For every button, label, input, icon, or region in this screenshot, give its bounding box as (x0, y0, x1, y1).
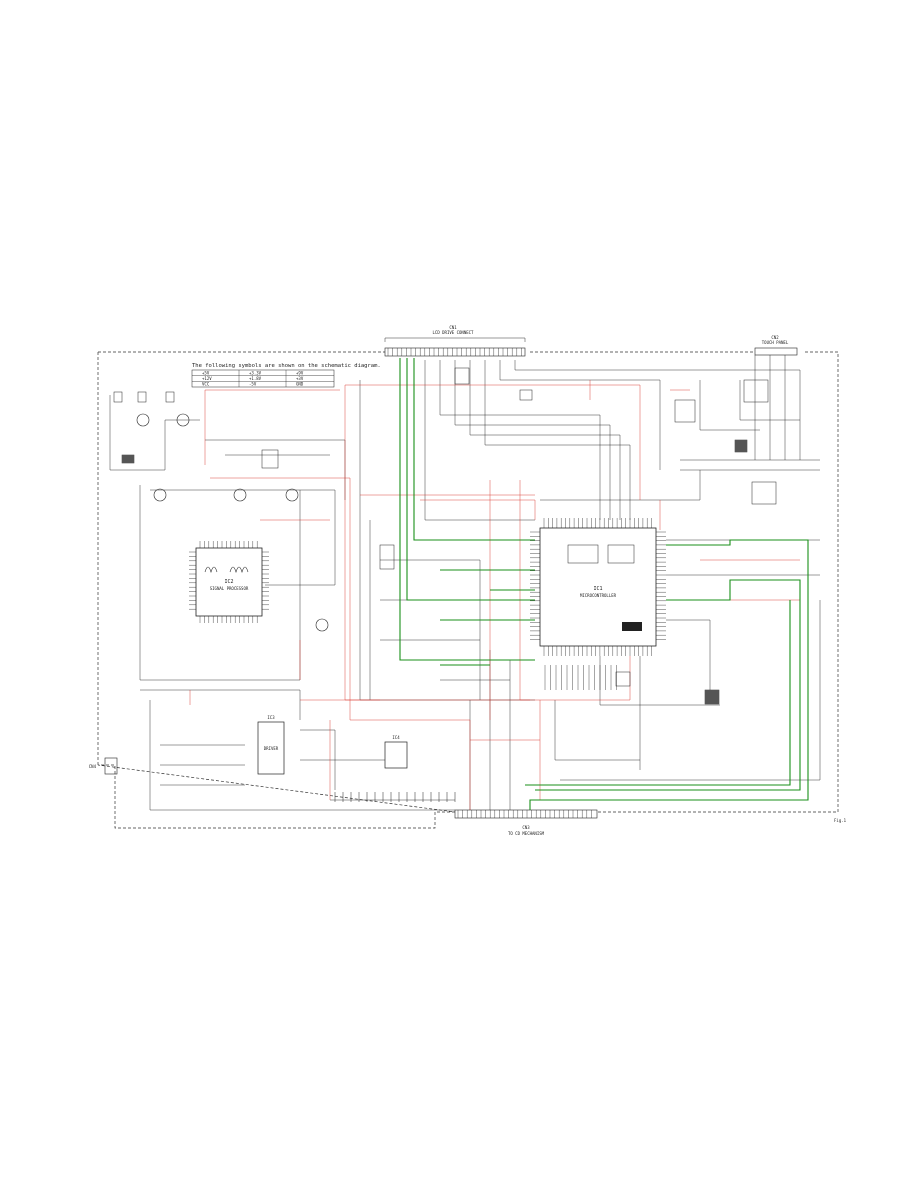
legend-title: The following symbols are shown on the s… (192, 363, 381, 369)
left-ic-ref: IC2 (224, 579, 233, 585)
legend-entry: +3.3V (249, 371, 262, 376)
power-wire (420, 499, 536, 520)
legend-entry: +9V (296, 371, 304, 376)
power-wire (349, 478, 471, 740)
bottom-connector-label: TO CD MECHANISM (508, 831, 545, 836)
transistor (233, 488, 247, 502)
top-connector-label: LCD DRIVE CONNECT (433, 330, 475, 335)
small-ic: IC4 (384, 735, 408, 769)
main-ic-name: MICROCONTROLLER (580, 593, 617, 598)
driver-ic-ref: IC3 (267, 715, 275, 720)
signal-wire (739, 380, 800, 421)
component (454, 367, 470, 385)
left-connector-ref: CN4 (89, 764, 97, 769)
bus-wires (399, 358, 809, 810)
transistor (153, 488, 167, 502)
component (261, 449, 279, 469)
signal-wire (109, 395, 200, 471)
component (607, 544, 635, 564)
main-ic-ref: IC1 (593, 586, 602, 592)
left-ic-name: SIGNAL PROCESSOR (210, 586, 249, 591)
power-wire (469, 739, 540, 810)
transistor (315, 618, 329, 632)
signal-wire (699, 380, 760, 431)
right-connector-label: TOUCH PANEL (762, 340, 789, 345)
component (567, 544, 599, 564)
signal-wire (514, 360, 801, 460)
legend-entry: +5V (202, 371, 210, 376)
signal-wire (560, 600, 821, 781)
driver-ic-name: DRIVER (264, 746, 279, 751)
top-connector: CN1 LCD DRIVE CONNECT (384, 325, 526, 357)
signal-wire (469, 360, 621, 520)
outer-frame (97, 351, 839, 829)
component (165, 391, 175, 403)
signal-wire (424, 360, 535, 521)
left-ic: IC2 SIGNAL PROCESSOR (189, 541, 269, 623)
bus-wire (406, 358, 535, 601)
legend-entry: GND (296, 382, 304, 387)
bus-wire (525, 600, 791, 786)
bus-wire (413, 358, 535, 541)
driver-ic: IC3 DRIVER (257, 715, 285, 775)
transistor (176, 413, 190, 427)
right-connector: CN2 TOUCH PANEL (754, 335, 798, 356)
bus-wire (399, 358, 535, 661)
power-wire (344, 385, 380, 701)
signal-wire (554, 700, 640, 761)
left-connector: CN4 (89, 757, 118, 775)
component (137, 391, 147, 403)
transistor (285, 488, 299, 502)
component (743, 379, 769, 403)
main-ic: IC1 MICROCONTROLLER (530, 518, 666, 656)
components (113, 367, 777, 818)
component (519, 389, 533, 401)
signal-wire (140, 689, 301, 720)
transistor (136, 413, 150, 427)
right-connector-ref: CN2 (771, 335, 779, 340)
power-wire (345, 384, 641, 500)
bottom-connector-ref: CN3 (522, 825, 530, 830)
ground-pad (735, 440, 747, 452)
component (113, 391, 123, 403)
bus-wire (529, 539, 809, 810)
signal-wire (454, 360, 611, 520)
signal-wire (499, 360, 661, 470)
signal-wire (666, 619, 711, 700)
legend-entry: +3V (296, 376, 304, 381)
page-ref: Fig.1 (834, 818, 847, 823)
signal-wires (109, 355, 821, 811)
signal-wire (540, 470, 701, 501)
signal-wire (300, 729, 336, 790)
component (615, 671, 631, 687)
ground-pad (705, 690, 719, 704)
small-ic-ref: IC4 (392, 735, 400, 740)
legend-entry: +1.8V (249, 376, 262, 381)
legend-entry: VCC (202, 382, 210, 387)
top-connector-ref: CN1 (449, 325, 457, 330)
bottom-connector: TO CD MECHANISM CN3 (454, 809, 598, 836)
signal-wire (149, 700, 455, 811)
signal-wire (599, 656, 720, 706)
legend-entry: -5V (249, 382, 257, 387)
component (751, 481, 777, 505)
signal-wire (150, 489, 336, 586)
legend-entry: +12V (202, 376, 212, 381)
symbol-legend: The following symbols are shown on the s… (191, 363, 381, 388)
bus-wire (535, 579, 801, 791)
ground-pad (122, 455, 134, 463)
component (674, 399, 696, 423)
component (379, 544, 395, 570)
signal-wire (205, 439, 346, 500)
signal-wire (484, 360, 631, 520)
signal-wire (439, 360, 601, 520)
